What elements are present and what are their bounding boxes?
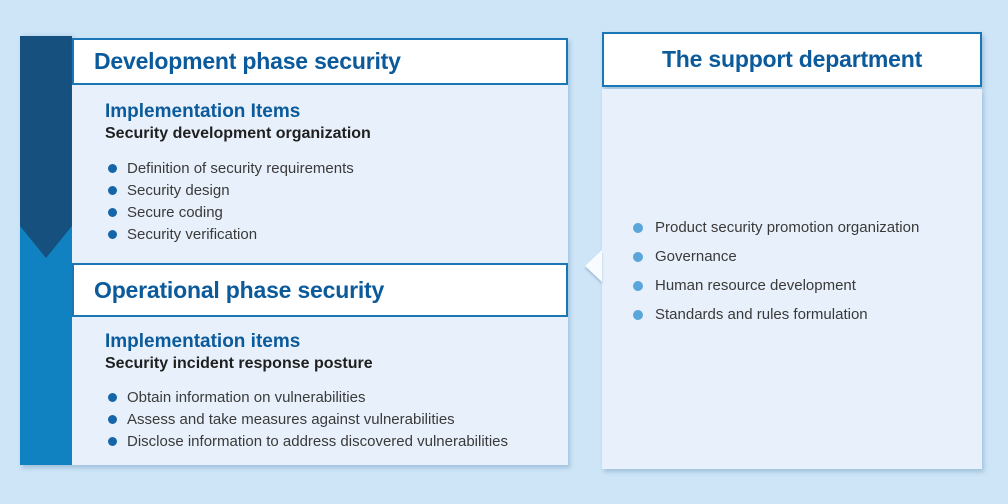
bullet-icon (633, 251, 643, 262)
list-item: Governance (633, 242, 982, 271)
bullet-icon (633, 222, 643, 233)
list-item: Disclose information to address discover… (108, 430, 568, 452)
list-item-label: Assess and take measures against vulnera… (127, 410, 455, 428)
list-item: Obtain information on vulnerabilities (108, 386, 568, 408)
list-item-label: Obtain information on vulnerabilities (127, 388, 366, 406)
pointer-tail-icon (585, 250, 602, 282)
list-item-label: Standards and rules formulation (655, 306, 868, 323)
list-item: Definition of security requirements (108, 157, 568, 179)
list-item: Standards and rules formulation (633, 300, 982, 329)
down-arrow-band (20, 36, 72, 226)
list-item-label: Secure coding (127, 203, 223, 221)
ops-implementation-heading: Implementation items (105, 331, 301, 352)
list-item: Product security promotion organization (633, 213, 982, 242)
ops-phase-header-box: Operational phase security (72, 263, 568, 317)
ops-phase-title: Operational phase security (94, 276, 385, 303)
list-item: Security verification (108, 223, 568, 245)
list-item: Assess and take measures against vulnera… (108, 408, 568, 430)
list-item-label: Product security promotion organization (655, 219, 920, 236)
bullet-icon (108, 207, 117, 217)
list-item: Secure coding (108, 201, 568, 223)
bullet-icon (108, 436, 117, 446)
list-item-label: Security design (127, 181, 230, 199)
bullet-icon (108, 163, 117, 173)
down-arrow-head-icon (20, 226, 72, 258)
bullet-icon (633, 280, 643, 291)
ops-phase-panel: Implementation items Security incident r… (72, 317, 568, 465)
support-dept-title: The support department (661, 46, 923, 72)
support-dept-header-box: The support department (602, 32, 982, 87)
dev-phase-panel: Implementation Items Security developmen… (72, 85, 568, 263)
bullet-icon (108, 392, 117, 402)
dev-implementation-heading: Implementation Items (105, 101, 301, 122)
ops-implementation-subheading: Security incident response posture (105, 355, 373, 372)
dev-phase-title: Development phase security (94, 48, 401, 74)
list-item-label: Human resource development (655, 277, 856, 294)
list-item: Security design (108, 179, 568, 201)
dev-implementation-subheading: Security development organization (105, 125, 371, 142)
bullet-icon (108, 229, 117, 239)
process-flow-band-lower (20, 224, 72, 465)
bullet-icon (108, 414, 117, 424)
list-item: Human resource development (633, 271, 982, 300)
list-item-label: Disclose information to address discover… (127, 432, 509, 450)
list-item-label: Security verification (127, 225, 258, 243)
bullet-icon (108, 185, 117, 195)
dev-phase-header-box: Development phase security (72, 38, 568, 85)
list-item-label: Definition of security requirements (127, 159, 354, 177)
bullet-icon (633, 309, 643, 320)
list-item-label: Governance (655, 248, 737, 265)
